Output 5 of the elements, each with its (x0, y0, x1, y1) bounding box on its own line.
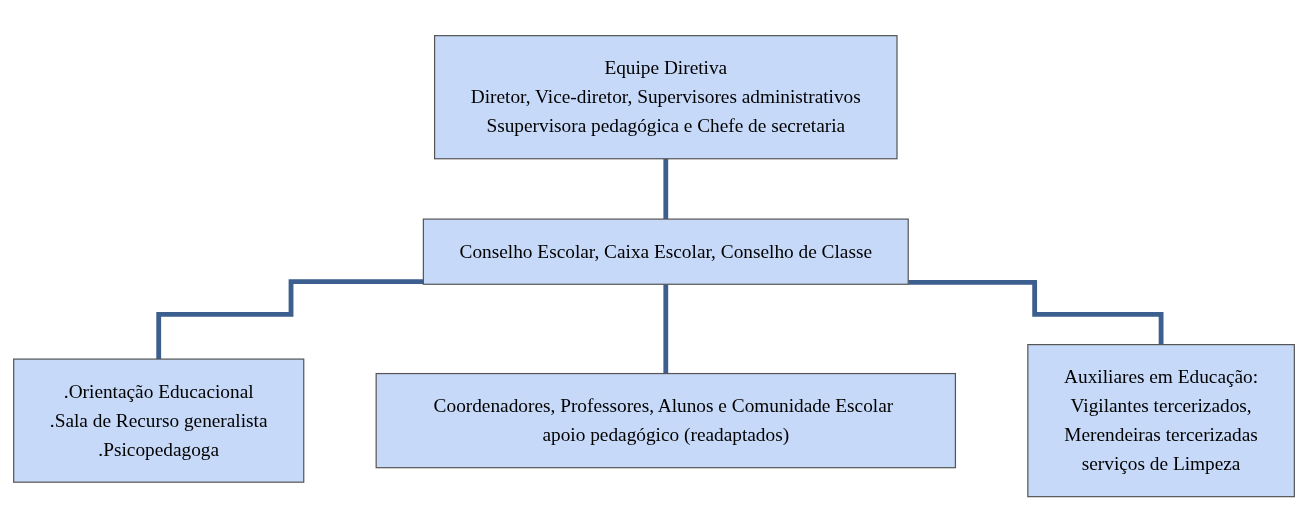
node-box: .Orientação Educacional .Sala de Recurso generalista .Psicopedagoga (13, 358, 305, 483)
node-box: Coordenadores, Professores, Alunos e Comunidade Escolar apoio pedagógico (readaptados) (375, 372, 957, 469)
node-box: Equipe Diretiva Diretor, Vice-diretor, Supervisores administrativos Ssupervisora pedagógica e Chefe de secretaria (434, 34, 898, 160)
node-box: Auxiliares em Educação: Vigilantes tercerizados, Merendeiras tercerizadas serviços de Limpeza (1027, 343, 1295, 498)
node-box: Conselho Escolar, Caixa Escolar, Conselho de Classe (422, 218, 909, 285)
